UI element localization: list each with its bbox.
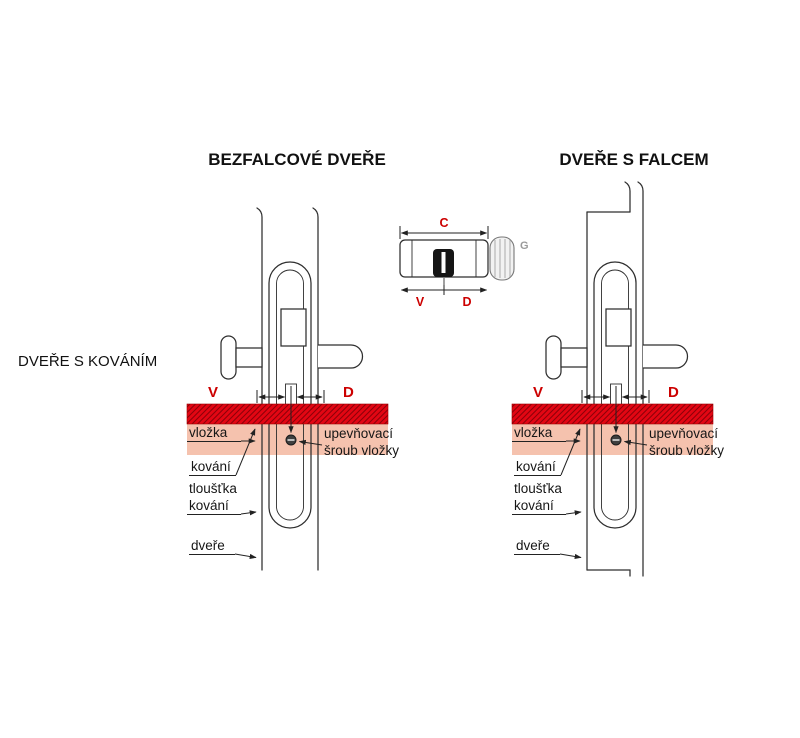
callout-tloustka-line2: kování [514,498,554,513]
dim-d-label: D [343,384,354,401]
callout-sroub-line1: upevňovací [324,426,393,441]
callout-arrow [234,553,257,560]
callout-kovani: kování [516,459,556,474]
latch-bolt [280,308,307,347]
dim-v-label: V [208,384,218,401]
fitting-bar [511,403,714,425]
door-handle [317,344,364,369]
callout-dvere: dveře [516,538,550,553]
dim-v-label: V [533,384,543,401]
knob-knurling [494,239,511,278]
callout-arrow [235,428,256,476]
door-edge-left [256,207,263,571]
callout-vlozka: vložka [189,425,228,440]
callout-tloustka-line1: tloušťka [514,481,562,496]
callout-tloustka-line1: tloušťka [189,481,237,496]
callout-arrow [623,439,648,446]
callout-sroub-line1: upevňovací [649,426,718,441]
callout-vlozka: vložka [514,425,553,440]
handle-knob [545,335,562,380]
thumbturn-knob [489,236,515,281]
dim-c-label: C [439,216,448,230]
door-rebate-step-bottom [586,569,631,577]
handle-spindle [235,347,263,368]
callout-tloustka-line2: kování [189,498,229,513]
door-edge-right [312,207,319,571]
dim-v-label: V [416,295,425,309]
callout-arrow [565,510,582,516]
door-rebate-lip-top [624,181,631,213]
handle-knob [220,335,237,380]
handle-spindle [560,347,588,368]
dim-g-label: G [520,240,529,252]
callout-kovani: kování [191,459,231,474]
dim-d-label: D [462,295,471,309]
callout-arrow [560,428,581,476]
callout-arrow [559,553,582,560]
callout-dvere: dveře [191,538,225,553]
keyway-slot [441,252,446,273]
diagram-falcem: V D vložka kování tloušťka kování dveře … [511,181,724,577]
dim-d-label: D [668,384,679,401]
door-edge-right [637,181,644,577]
latch-bolt [605,308,632,347]
callout-sroub-line2: šroub vložky [649,443,724,458]
label-dvere-s-kovanim: DVEŘE S KOVÁNÍM [18,353,157,370]
cylinder-lock-illustration: C G V D [399,216,529,309]
title-dvere-s-falcem: DVEŘE S FALCEM [559,150,708,169]
callout-arrow [240,510,257,516]
title-bezfalcove-dvere: BEZFALCOVÉ DVEŘE [208,150,386,169]
door-handle [642,344,689,369]
fitting-bar [186,403,389,425]
callout-sroub-line2: šroub vložky [324,443,399,458]
callout-arrow [298,439,323,446]
diagram-bezfalcove: V D vložka kování tloušťka kování dveře … [186,207,399,571]
